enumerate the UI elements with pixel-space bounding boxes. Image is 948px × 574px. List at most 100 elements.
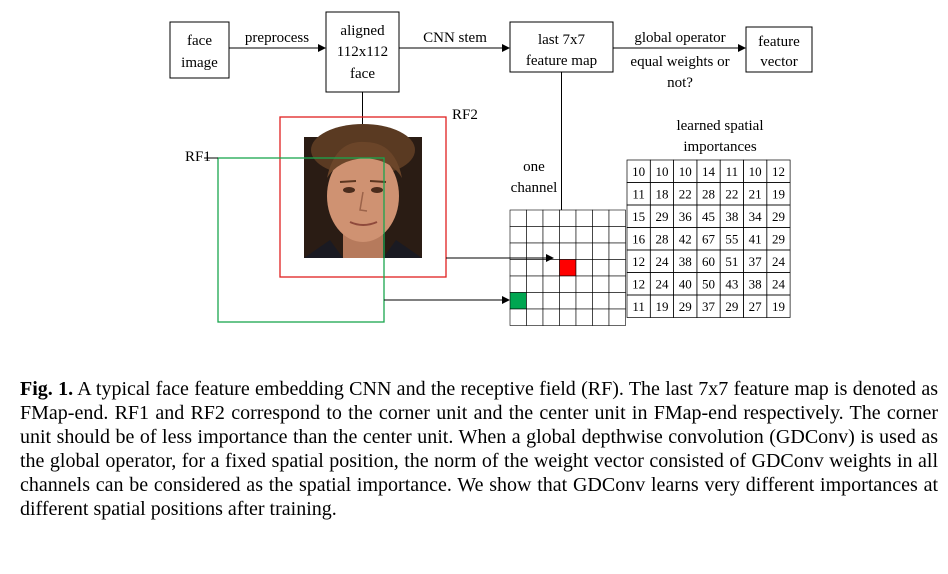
grid-cell: [542, 226, 560, 244]
importance-value: 16: [632, 231, 646, 246]
face-image-label-2: image: [181, 55, 218, 71]
importance-value: 21: [749, 186, 762, 201]
rf1-box: [217, 157, 385, 323]
grid-cell: [575, 242, 593, 260]
importance-value: 11: [726, 164, 739, 179]
aligned-face-label-2: 112x112: [337, 44, 388, 60]
cnn-receptive-field-diagram: face image preprocess aligned 112x112 fa…: [169, 11, 813, 326]
importance-value: 37: [749, 254, 763, 269]
importance-title-1: learned spatial: [676, 118, 763, 134]
importance-value: 29: [772, 209, 785, 224]
grid-cell: [575, 308, 593, 326]
importance-value: 14: [702, 164, 716, 179]
importance-value: 12: [632, 276, 645, 291]
grid-cell: [542, 259, 560, 277]
aligned-face-label-1: aligned: [340, 23, 385, 39]
grid-cell: [575, 259, 593, 277]
importance-value: 29: [655, 209, 668, 224]
grid-cell: [559, 308, 577, 326]
importance-value: 43: [725, 276, 738, 291]
importance-value: 11: [632, 186, 645, 201]
importance-value: 38: [749, 276, 762, 291]
importance-value: 28: [655, 231, 668, 246]
importance-value: 24: [655, 254, 669, 269]
one-channel-label-1: one: [523, 159, 545, 175]
grid-cell: [608, 259, 626, 277]
grid-cell: [608, 226, 626, 244]
grid-cell: [509, 209, 527, 227]
importance-value: 24: [655, 276, 669, 291]
rf2-label: RF2: [452, 107, 478, 123]
importance-value: 18: [655, 186, 668, 201]
grid-cell: [592, 292, 610, 310]
grid-cell: [575, 226, 593, 244]
grid-cell: [608, 209, 626, 227]
importance-value: 24: [772, 254, 786, 269]
importance-value: 10: [749, 164, 762, 179]
grid-cell: [526, 259, 544, 277]
rf1-label: RF1: [185, 149, 211, 165]
importance-value: 11: [632, 299, 645, 314]
importance-value: 38: [725, 209, 738, 224]
grid-cell: [592, 226, 610, 244]
feature-vector-box: [745, 26, 813, 73]
importance-value: 67: [702, 231, 716, 246]
feature-map-label-2: feature map: [526, 53, 597, 69]
grid-cell: [592, 259, 610, 277]
grid-cell: [542, 292, 560, 310]
equal-weights-label-2: not?: [667, 75, 693, 91]
center-unit: [559, 259, 577, 277]
grid-cell: [509, 259, 527, 277]
grid-cell: [509, 242, 527, 260]
importance-value: 27: [749, 299, 763, 314]
importance-value: 55: [725, 231, 738, 246]
grid-cell: [608, 308, 626, 326]
figure-caption: Fig. 1. A typical face feature embedding…: [20, 377, 938, 521]
grid-cell: [526, 275, 544, 293]
importance-value: 10: [655, 164, 668, 179]
importance-cell: [766, 294, 791, 318]
importance-value: 50: [702, 276, 715, 291]
grid-cell: [608, 275, 626, 293]
importance-value: 19: [655, 299, 668, 314]
grid-cell: [608, 242, 626, 260]
grid-cell: [592, 242, 610, 260]
feature-vector-label-2: vector: [760, 54, 797, 70]
grid-cell: [509, 308, 527, 326]
grid-cell: [509, 275, 527, 293]
importance-value: 60: [702, 254, 715, 269]
grid-cell: [559, 292, 577, 310]
importance-value: 45: [702, 209, 715, 224]
importance-value: 12: [632, 254, 645, 269]
face-photo: [304, 124, 422, 258]
grid-cell: [575, 275, 593, 293]
importance-value: 29: [725, 299, 738, 314]
importance-value: 24: [772, 276, 786, 291]
caption-text: A typical face feature embedding CNN and…: [20, 378, 938, 520]
face-image-box: [169, 21, 230, 79]
grid-cell: [542, 308, 560, 326]
importance-value: 19: [772, 186, 785, 201]
importance-value: 10: [679, 164, 692, 179]
importance-value: 38: [679, 254, 692, 269]
importance-value: 42: [679, 231, 692, 246]
rf2-box: [279, 116, 447, 278]
grid-cell: [575, 292, 593, 310]
corner-unit: [509, 292, 527, 310]
grid-cell: [559, 275, 577, 293]
importance-value: 34: [749, 209, 763, 224]
face-image-label-1: face: [187, 33, 212, 49]
grid-cell: [559, 242, 577, 260]
grid-cell: [592, 209, 610, 227]
importance-value: 37: [702, 299, 716, 314]
grid-cell: [542, 275, 560, 293]
preprocess-label: preprocess: [245, 30, 309, 46]
caption-label: Fig. 1.: [20, 378, 74, 400]
one-channel-label-2: channel: [511, 180, 558, 196]
grid-cell: [559, 209, 577, 227]
equal-weights-label-1: equal weights or: [630, 54, 729, 70]
feature-map-label-1: last 7x7: [538, 32, 586, 48]
aligned-face-label-3: face: [350, 66, 375, 82]
importance-value: 41: [749, 231, 762, 246]
